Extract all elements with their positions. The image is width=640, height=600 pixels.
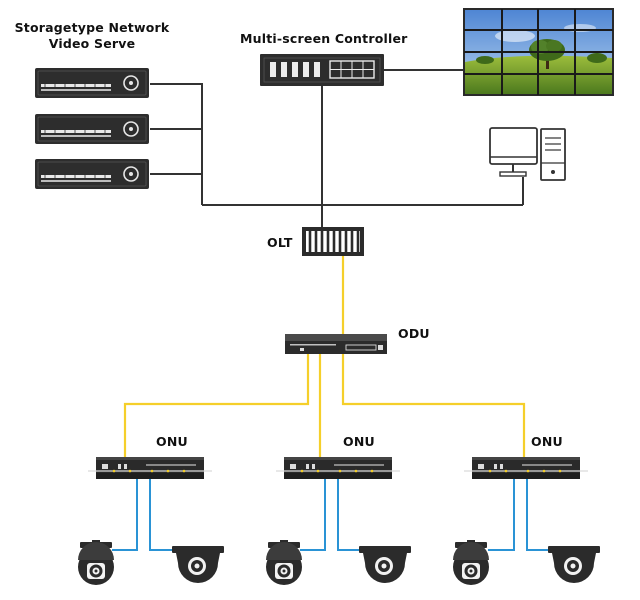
odu-label: ODU	[398, 326, 430, 341]
cam-link-2a	[300, 479, 326, 551]
dome-camera-2-icon	[359, 546, 411, 583]
fiber-odu-onu-1	[123, 352, 310, 457]
link-nvr-1	[150, 83, 203, 205]
cam-link-1b	[149, 479, 172, 551]
onu-3-icon	[463, 456, 589, 480]
dome-camera-1-icon	[172, 546, 224, 583]
cam-link-2b	[337, 479, 360, 551]
onu-2-label: ONU	[343, 434, 375, 449]
onu-3-label: ONU	[531, 434, 563, 449]
optical-line-terminal-icon	[302, 227, 364, 256]
storage-server-1-icon	[34, 67, 150, 99]
optical-distribution-unit-icon	[285, 334, 387, 354]
ptz-camera-1-icon	[78, 540, 114, 585]
storage-label-line-1: Storagetype Network	[14, 20, 170, 35]
desktop-computer-icon	[489, 127, 566, 181]
camera-links	[112, 479, 548, 551]
fiber-odu-onu-3	[341, 352, 526, 457]
storage-server-label: Storagetype Network Video Serve	[14, 20, 170, 52]
video-wall-icon	[463, 8, 614, 96]
cam-link-3a	[488, 479, 515, 551]
storage-label-line-2: Video Serve	[48, 36, 136, 51]
olt-label: OLT	[267, 235, 293, 250]
ptz-camera-2-icon	[266, 540, 302, 585]
ptz-camera-3-icon	[453, 540, 489, 585]
onu-1-icon	[87, 456, 213, 480]
storage-server-2-icon	[34, 113, 150, 145]
fiber-links	[123, 256, 526, 457]
dome-camera-3-icon	[548, 546, 600, 583]
cam-link-1a	[112, 479, 138, 551]
onu-1-label: ONU	[156, 434, 188, 449]
controller-label: Multi-screen Controller	[240, 31, 408, 46]
cam-link-3b	[526, 479, 548, 551]
storage-server-3-icon	[34, 158, 150, 190]
ethernet-links	[150, 69, 524, 227]
multi-screen-controller-icon	[260, 54, 384, 86]
onu-2-icon	[275, 456, 401, 480]
